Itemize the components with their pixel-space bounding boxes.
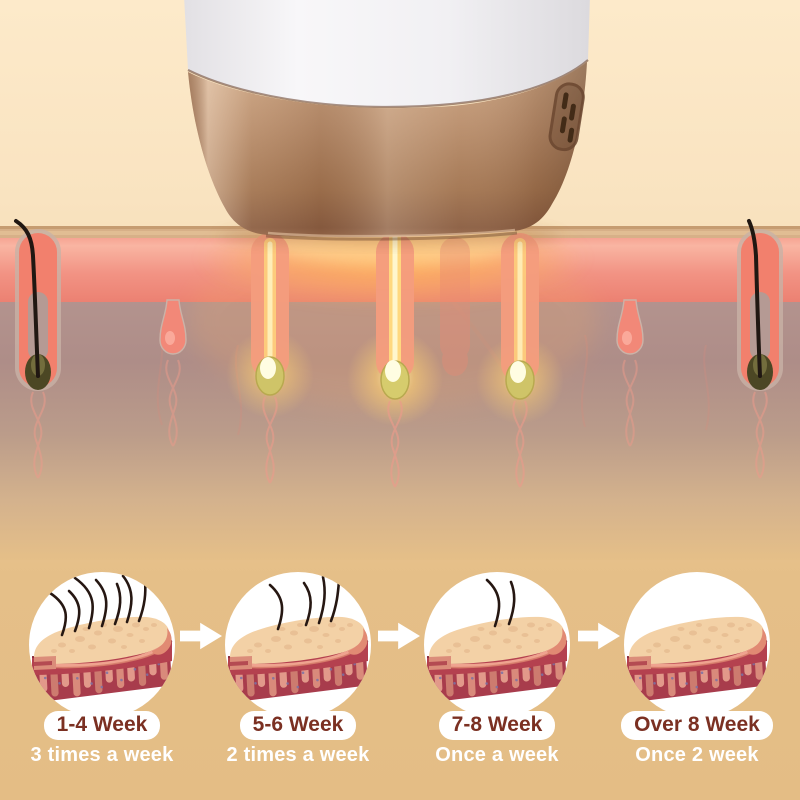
hair [485,578,501,628]
hair [67,589,81,633]
timeline-stage-3: 7-8 Week Once a week [417,572,577,767]
skin-block [31,574,173,703]
skin-stage-illustration [426,578,568,703]
epidermis-slab [429,616,567,670]
skin-block [626,616,768,703]
hair-follicle-black [14,219,61,391]
frequency-label: 3 times a week [30,744,174,766]
hair [268,583,284,631]
timeline-stage-1: 1-4 Week 3 times a week [22,572,182,767]
frequency-label: Once 2 week [635,744,759,766]
hair-follicle-empty [616,299,644,355]
hair-follicle-glowing [347,225,443,426]
device-head-sheen [188,62,587,238]
hair [302,581,312,627]
week-label-pill: 7-8 Week [438,711,556,740]
skin-block [227,575,369,703]
week-label: 1-4 Week [56,713,148,736]
device-white-body [184,0,590,107]
device-seam [187,59,589,109]
right-arrow-icon [578,622,620,650]
week-label-pill: 5-6 Week [239,711,357,740]
epidermis-slab [34,616,172,670]
hair [48,591,68,637]
hair [121,574,133,624]
hair-follicle-glowing [226,233,314,418]
hair-follicle-glowing [476,233,564,424]
ipl-device [184,0,590,241]
stage-hairs [268,575,341,631]
stage-circle [424,572,570,718]
hair [94,578,108,628]
frequency-label: 2 times a week [226,744,370,766]
hair [507,580,516,626]
week-label-pill: 1-4 Week [43,711,161,740]
hair [317,575,326,625]
epidermis-slab [629,616,767,670]
week-label: 7-8 Week [451,713,543,736]
device-skin-illustration [0,0,800,560]
device-rim-highlight [267,228,516,238]
week-label: 5-6 Week [252,713,344,736]
hair-follicle-faint [440,237,470,376]
timeline-stage-2: 5-6 Week 2 times a week [218,572,378,767]
stage-hairs [48,574,147,637]
hair [73,576,95,630]
hair-follicle-black [737,219,783,391]
right-arrow-icon [378,622,420,650]
right-arrow-icon [180,622,222,650]
stage-hairs [485,578,516,628]
week-label-pill: Over 8 Week [621,711,773,740]
week-label: Over 8 Week [634,713,760,736]
epidermis-slab [230,616,368,670]
timeline-stage-4: Over 8 Week Once 2 week [617,572,777,767]
hair-shaft [747,219,762,378]
frequency-label: Once a week [435,744,559,766]
hair-follicle-empty [159,299,187,355]
vent-grille [548,82,585,152]
hair [137,579,147,623]
hair [113,582,122,626]
skin-stage-illustration [31,574,173,703]
hair-shaft [14,219,40,378]
skin-stage-illustration [626,616,768,703]
device-rim [265,231,518,241]
stage-circle [29,572,175,718]
stage-circle [624,572,770,718]
hair [329,579,341,623]
stage-circle [225,572,371,718]
skin-stage-illustration [227,575,369,703]
skin-block [426,578,568,703]
